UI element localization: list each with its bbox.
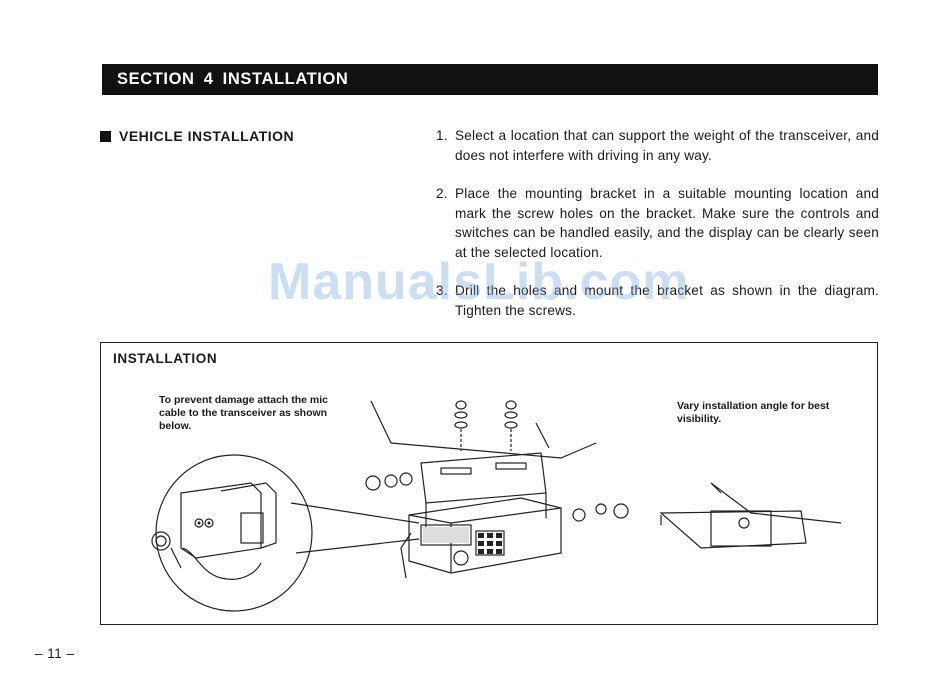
diagram-title: INSTALLATION <box>113 351 218 366</box>
step-text: Place the mounting bracket in a suitable… <box>455 186 879 260</box>
section-title-bar: SECTION 4 INSTALLATION <box>102 64 878 95</box>
step-item: 3. Drill the holes and mount the bracket… <box>436 281 879 320</box>
page-number: – 11 – <box>35 646 75 661</box>
step-number: 2. <box>436 186 448 201</box>
square-bullet-icon <box>100 130 111 142</box>
section-title: SECTION 4 INSTALLATION <box>117 70 349 88</box>
subsection-heading: VEHICLE INSTALLATION <box>100 128 294 144</box>
mounting-bracket <box>420 452 547 504</box>
installation-diagram-illustration <box>151 400 842 612</box>
transceiver-body <box>408 497 562 574</box>
subsection-title: VEHICLE INSTALLATION <box>119 128 295 144</box>
step-item: 2. Place the mounting bracket in a suita… <box>436 184 879 262</box>
mic-cable-note: To prevent damage attach the mic cable t… <box>159 394 329 432</box>
screw-set-right <box>504 400 518 451</box>
step-text: Select a location that can support the w… <box>455 128 879 163</box>
installation-angle-note: Vary installation angle for best visibil… <box>677 400 830 425</box>
step-item: 1. Select a location that can support th… <box>436 126 879 165</box>
step-number: 3. <box>436 283 448 298</box>
step-number: 1. <box>436 128 448 143</box>
step-text: Drill the holes and mount the bracket as… <box>455 283 879 318</box>
installation-diagram-box: INSTALLATION To prevent damage attach th… <box>100 342 878 625</box>
screw-set-left <box>454 400 468 451</box>
magnified-detail-circle <box>155 454 313 612</box>
installation-steps: 1. Select a location that can support th… <box>436 126 879 339</box>
